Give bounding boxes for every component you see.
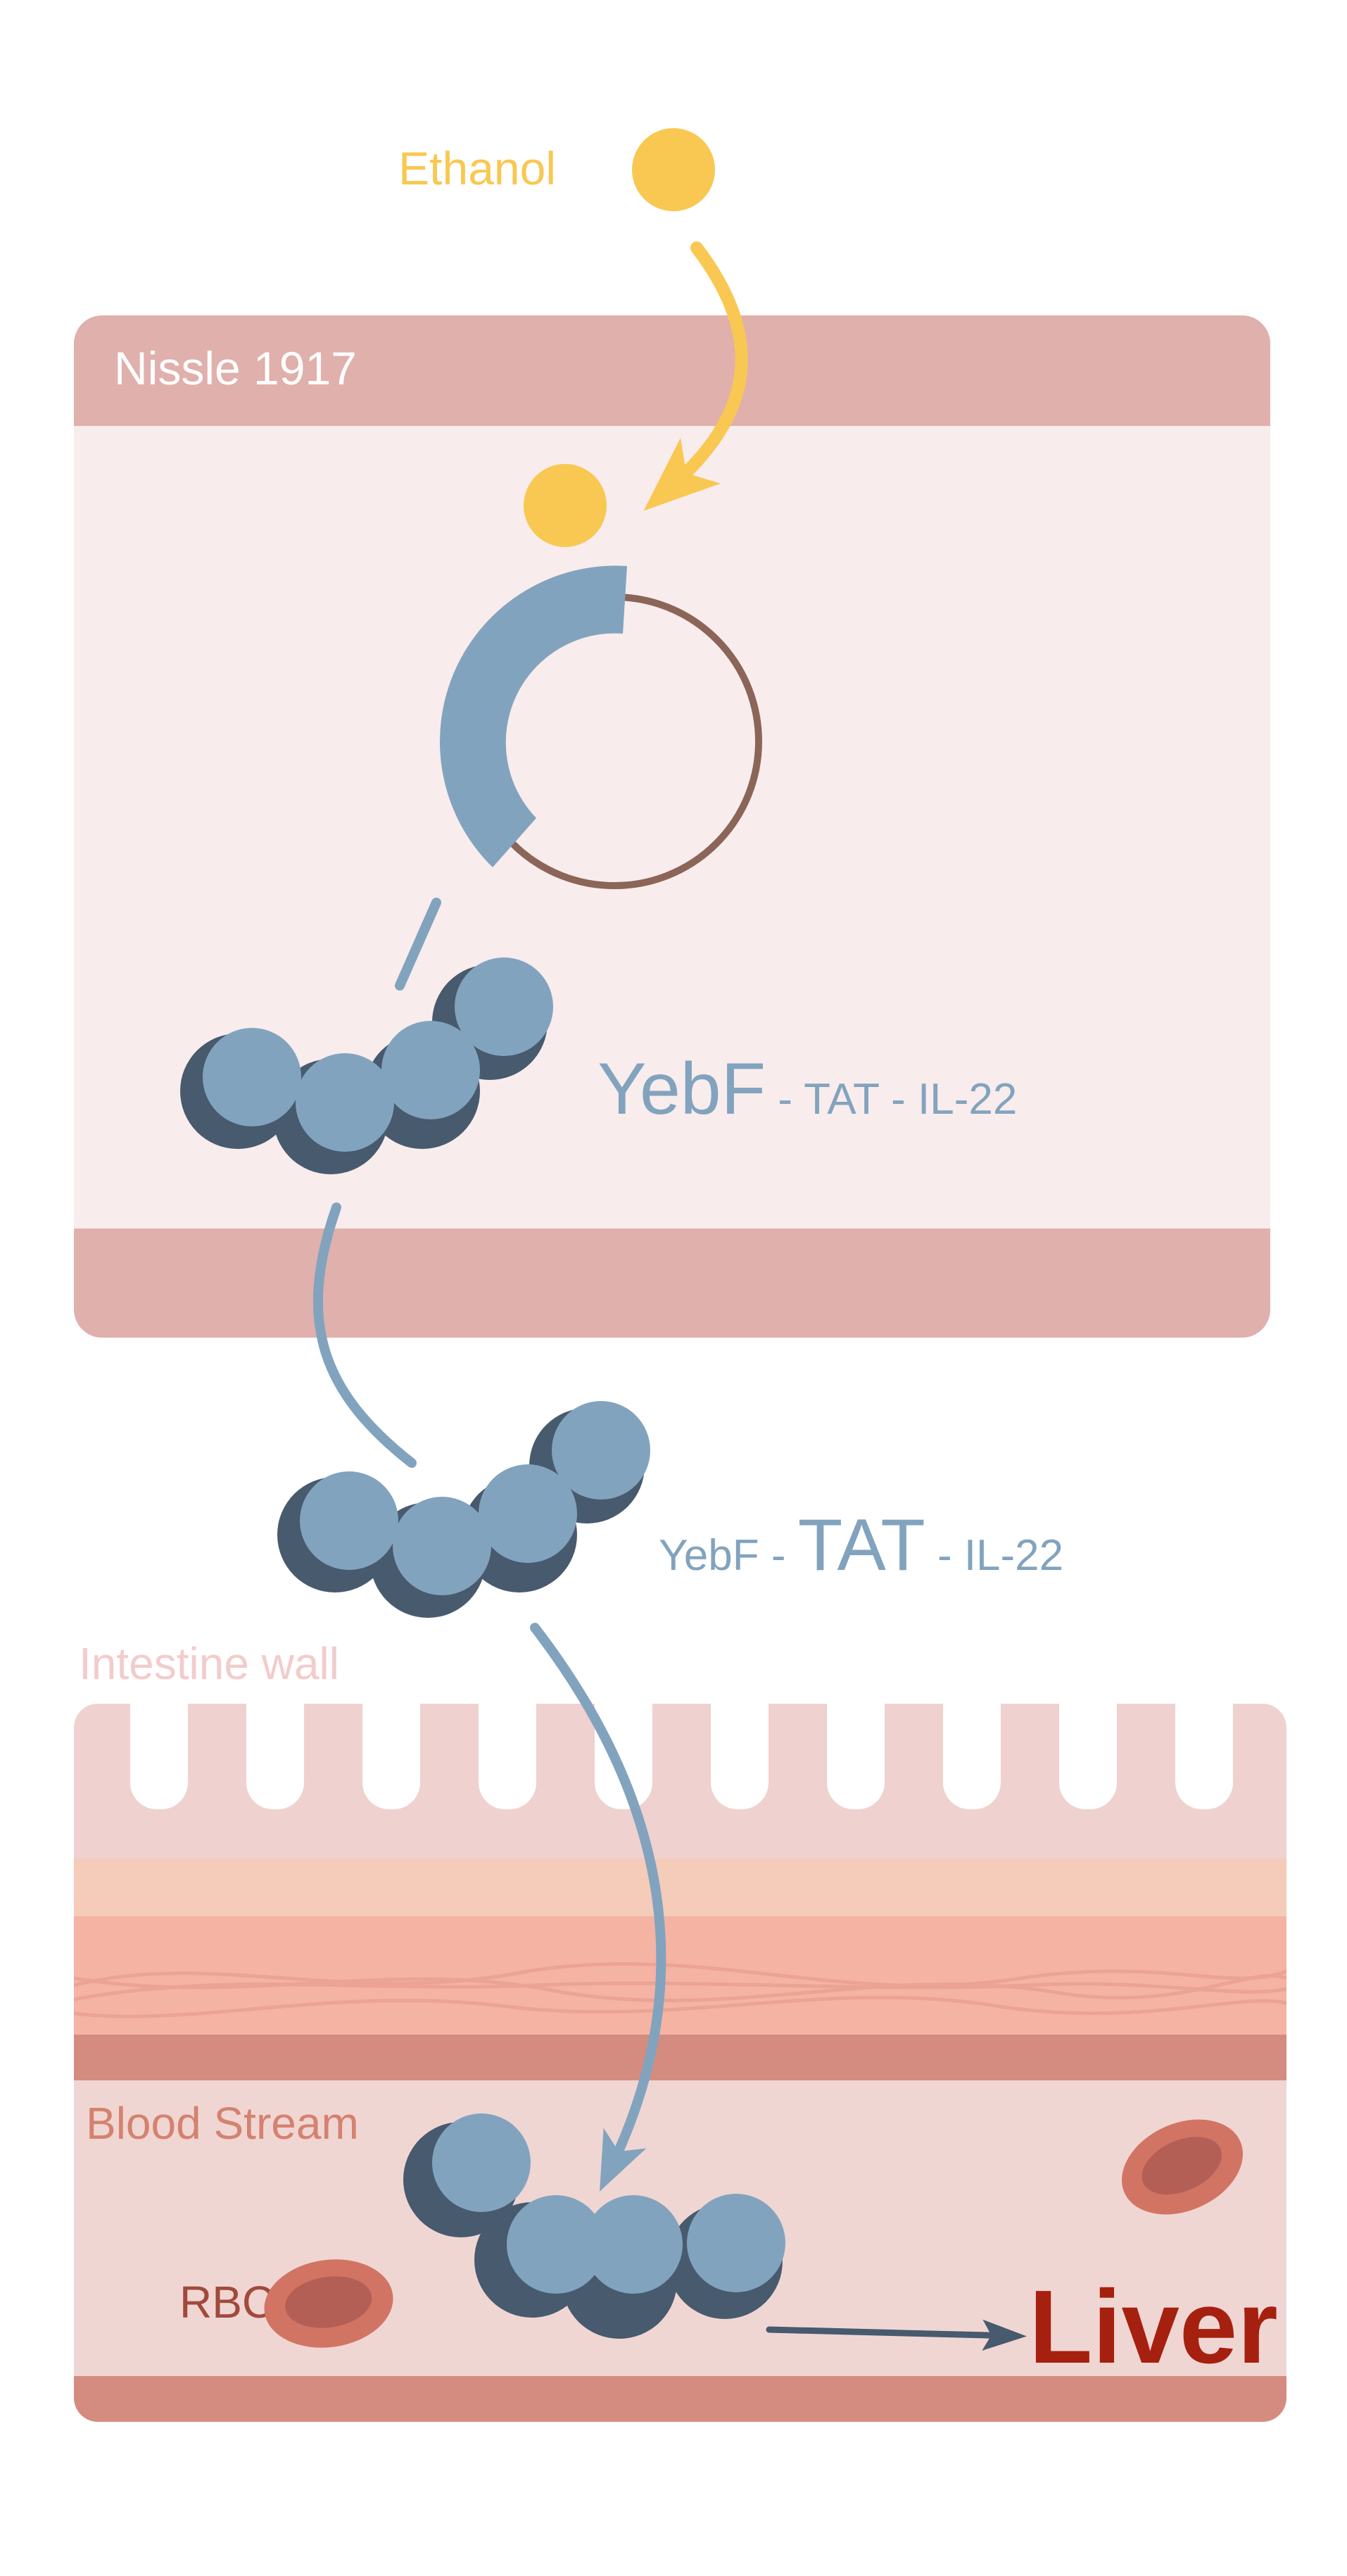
yebf-label: YebF [597, 1048, 766, 1130]
translocation-arrow [530, 1623, 666, 2192]
protein-il22-bloodstream [403, 2113, 785, 2339]
red-blood-cell [1122, 2119, 1243, 2215]
intestine-wall-label: Intestine wall [79, 1638, 339, 1689]
muscle-fibers [74, 1962, 1286, 2018]
separator: - [925, 1531, 964, 1580]
to-liver-arrow [766, 2319, 1027, 2351]
expression-arrow [395, 898, 441, 991]
separator: - [766, 1075, 804, 1124]
vessel-wall [74, 2035, 1286, 2080]
rbc-label: RBC [179, 2277, 274, 2327]
submucosa-layer [74, 1859, 1286, 1916]
ethanol-uptake-arrow [643, 241, 748, 511]
vessel-wall-bottom [74, 2376, 1286, 2422]
nissle-cell [74, 315, 1270, 1338]
separator: - [759, 1531, 798, 1580]
ethanol-label: Ethanol [398, 142, 556, 194]
promoter-gene-segment [440, 565, 627, 867]
intestine-cross-section [74, 1704, 1286, 2422]
protein-yebf-tat-il22-intracellular [180, 957, 553, 1174]
ethanol-molecule-inside [524, 464, 607, 547]
villi [130, 1704, 1233, 1809]
blood-stream-label: Blood Stream [86, 2098, 359, 2149]
tat-label: TAT [798, 1504, 925, 1586]
ethanol-molecule [632, 128, 715, 211]
svg-text:YebF - TAT - IL-22: YebF - TAT - IL-22 [576, 1048, 1033, 1130]
construct-label-1: YebF - TAT - IL-22 [576, 1048, 1033, 1130]
svg-text:YebF - TAT - IL-22: YebF - TAT - IL-22 [637, 1504, 1079, 1586]
yebf-label: YebF [659, 1531, 759, 1580]
il22-label: IL-22 [918, 1075, 1017, 1124]
liver-label: Liver [1029, 2269, 1278, 2385]
protein-yebf-tat-il22-secreted [277, 1401, 650, 1618]
nissle-label: Nissle 1917 [114, 342, 357, 394]
secretion-arrow [312, 1202, 417, 1468]
il22-label: IL-22 [964, 1531, 1063, 1580]
tat-label: TAT [804, 1075, 879, 1124]
red-blood-cell [264, 2259, 393, 2348]
plasmid [440, 565, 762, 889]
construct-label-2: YebF - TAT - IL-22 [637, 1504, 1079, 1586]
separator: - [879, 1075, 918, 1124]
